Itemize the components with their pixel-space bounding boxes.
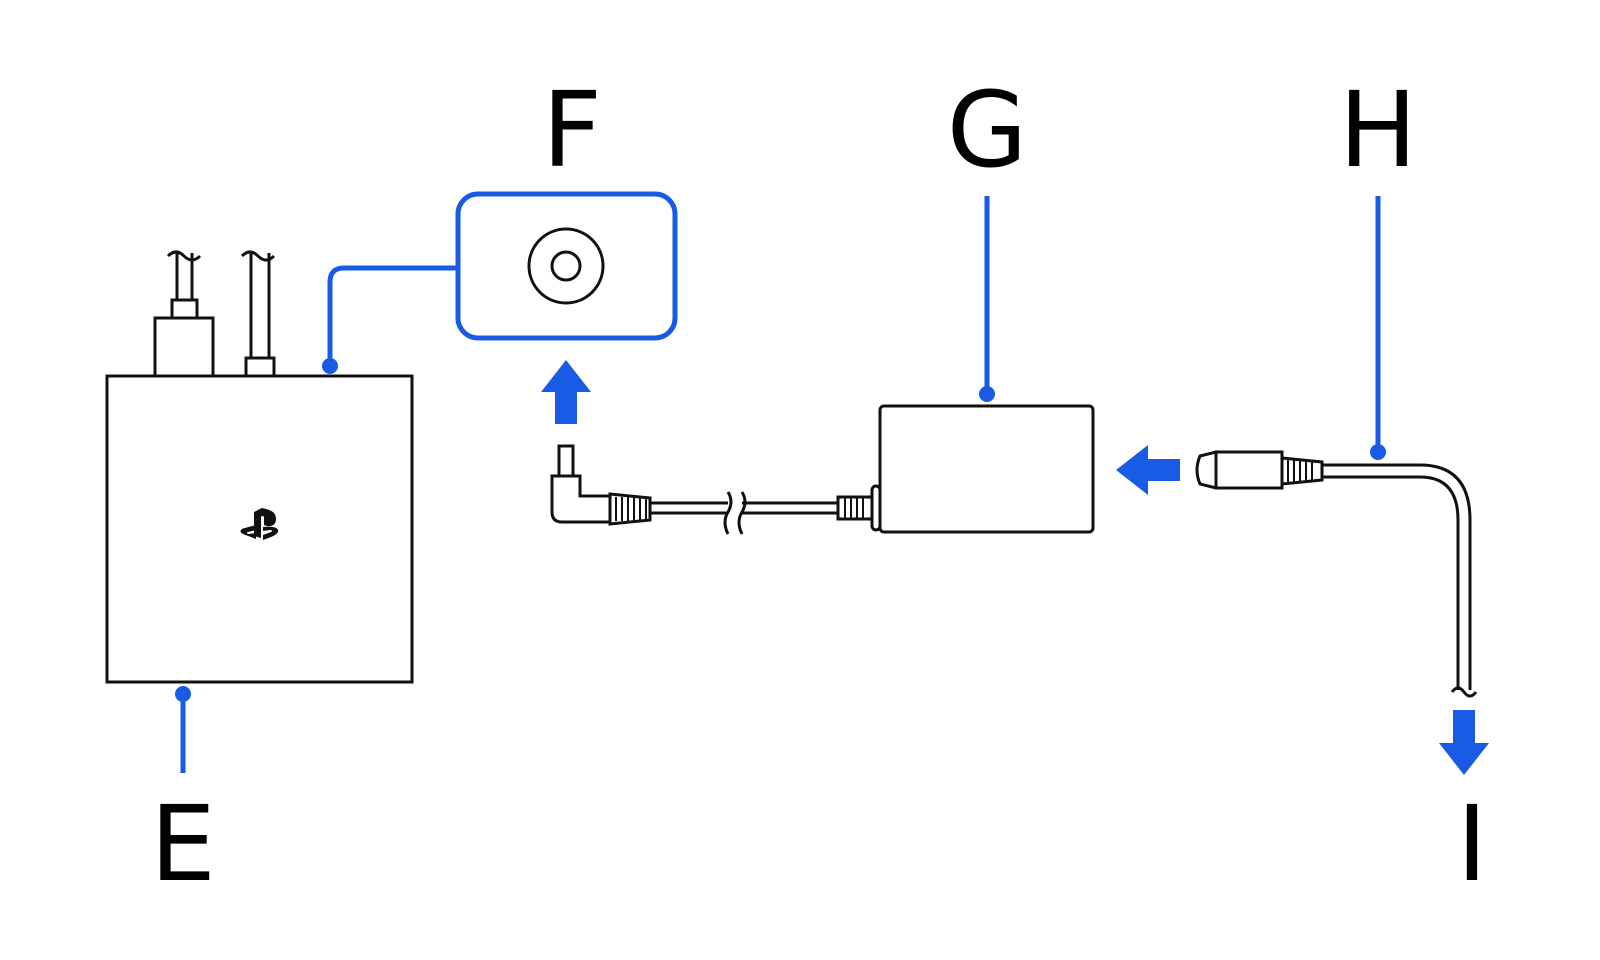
down-arrow-icon <box>1439 710 1489 775</box>
callout-label-i: I <box>1457 783 1488 905</box>
ac-plug <box>1195 450 1324 490</box>
up-arrow-icon <box>541 360 591 424</box>
dc-cord <box>650 491 838 535</box>
ac-adaptor-body <box>878 404 1095 534</box>
port-callout <box>322 191 678 424</box>
dc-plug <box>550 444 652 526</box>
callout-label-h: H <box>1339 69 1417 191</box>
usb-cable <box>240 250 276 378</box>
processor-unit <box>105 250 414 773</box>
callout-label-f: F <box>542 69 602 191</box>
ac-adaptor <box>550 196 1180 535</box>
left-arrow-icon <box>1116 445 1180 495</box>
ac-power-cord <box>1195 196 1489 775</box>
callout-label-g: G <box>947 69 1028 191</box>
ac-cord-line <box>1322 463 1472 690</box>
playstation-logo-icon <box>240 508 279 540</box>
callout-label-e: E <box>150 783 216 905</box>
dc-in-port-icon <box>527 227 605 305</box>
hdmi-cable <box>153 250 215 378</box>
strain-relief <box>836 484 882 532</box>
